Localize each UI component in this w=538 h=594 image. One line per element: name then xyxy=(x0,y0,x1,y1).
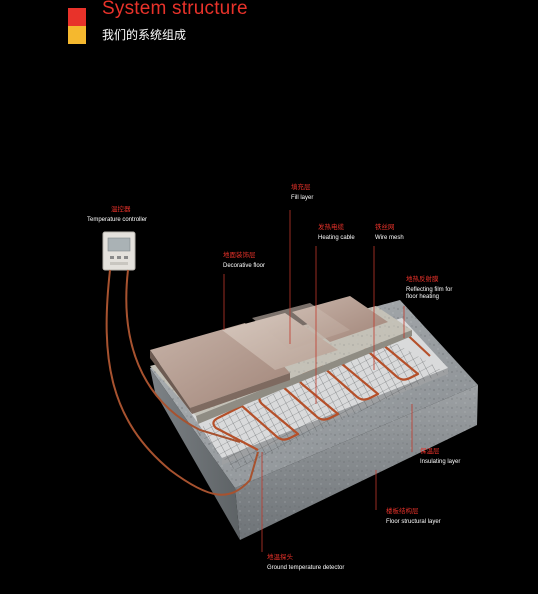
label-insulating-layer: 保温层 Insulating layer xyxy=(420,447,461,466)
label-decorative-floor-en: Decorative floor xyxy=(223,262,266,269)
label-wire-mesh-cn: 铁丝网 xyxy=(375,223,395,231)
label-floor-structural: 楼板结构层 Floor structural layer xyxy=(386,507,441,526)
wire-mesh xyxy=(195,340,445,470)
label-fill-layer-cn: 填充层 xyxy=(291,183,311,191)
thermostat-cable-outer xyxy=(105,269,259,496)
label-thermostat: 温控器 Temperature controller xyxy=(87,205,148,224)
label-reflecting-film: 地热反射膜 Reflecting film for floor heating xyxy=(406,275,453,301)
label-ground-sensor-en: Ground temperature detector xyxy=(267,564,345,571)
label-wire-mesh: 铁丝网 Wire mesh xyxy=(375,223,404,242)
label-heating-cable-cn: 发热电缆 xyxy=(318,223,344,231)
label-thermostat-cn: 温控器 xyxy=(111,205,131,213)
thermostat-device xyxy=(102,231,136,271)
label-floor-structural-en: Floor structural layer xyxy=(386,518,441,525)
header-yellow-square xyxy=(68,26,86,44)
label-thermostat-en: Temperature controller xyxy=(87,216,148,223)
label-ground-sensor-cn: 地温探头 xyxy=(267,553,293,561)
label-wire-mesh-en: Wire mesh xyxy=(375,234,404,241)
label-heating-cable-en: Heating cable xyxy=(318,234,355,241)
leader-lines xyxy=(223,210,413,552)
label-fill-layer: 填充层 Fill layer xyxy=(291,183,314,202)
label-ground-sensor: 地温探头 Ground temperature detector xyxy=(267,553,345,572)
label-decorative-floor: 地面装饰层 Decorative floor xyxy=(223,251,266,270)
label-insulating-layer-cn: 保温层 xyxy=(420,447,440,455)
label-reflecting-film-en2: floor heating xyxy=(406,293,440,300)
label-fill-layer-en: Fill layer xyxy=(291,194,314,201)
label-heating-cable: 发热电缆 Heating cable xyxy=(318,223,355,242)
thermostat-cable-inner xyxy=(125,269,241,443)
label-floor-structural-cn: 楼板结构层 xyxy=(386,507,419,515)
page-title: System structure xyxy=(102,0,248,19)
label-insulating-layer-en: Insulating layer xyxy=(420,458,461,465)
header-red-square xyxy=(68,8,86,26)
label-reflecting-film-en: Reflecting film for xyxy=(406,286,453,293)
label-decorative-floor-cn: 地面装饰层 xyxy=(223,251,256,259)
label-reflecting-film-cn: 地热反射膜 xyxy=(406,275,439,283)
page-subtitle: 我们的系统组成 xyxy=(102,28,187,42)
